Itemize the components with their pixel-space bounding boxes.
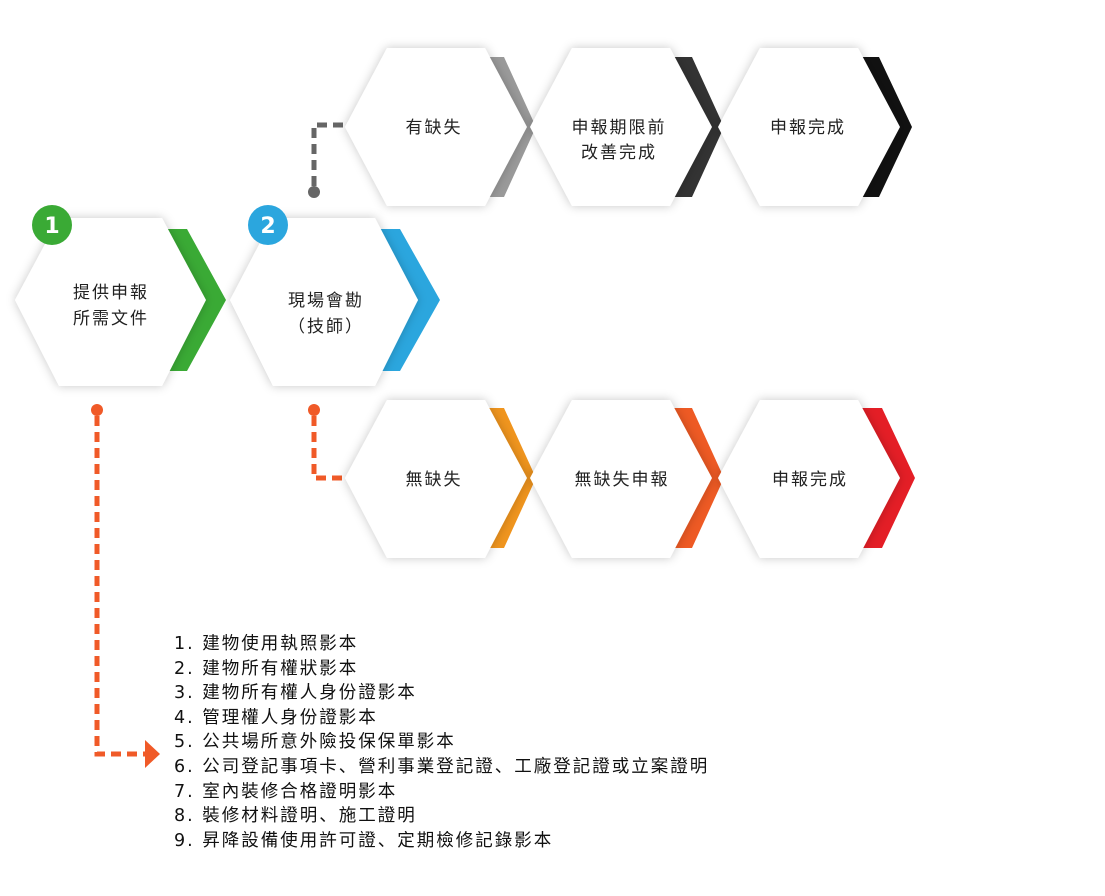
no-defect-done-label: 申報完成 [772, 470, 848, 490]
improve-hexagon [530, 48, 712, 206]
document-item: 9. 昇降設備使用許可證、定期檢修記錄影本 [174, 830, 554, 851]
improve-chevron [670, 57, 724, 197]
step-1-badge [32, 205, 72, 245]
improve-label-line2: 改善完成 [581, 143, 657, 163]
defect-done-chevron [857, 57, 912, 197]
step-2-badge [248, 205, 288, 245]
no-defect-done-chevron [860, 408, 915, 548]
has-defect-hexagon [345, 48, 527, 206]
no-defect-label: 無缺失 [406, 470, 463, 490]
step-2-label-line2: （技師） [288, 317, 364, 337]
improve-label-line1: 申報期限前 [572, 118, 667, 138]
document-item: 7. 室內裝修合格證明影本 [174, 781, 398, 802]
has-defect-label: 有缺失 [406, 118, 463, 138]
step-2-chevron [378, 229, 440, 371]
step-1-label-line2: 所需文件 [73, 309, 149, 329]
step-2-badge-number: 2 [260, 214, 275, 239]
document-item: 8. 裝修材料證明、施工證明 [174, 806, 417, 827]
step-1-label-line1: 提供申報 [73, 283, 149, 303]
step-1-chevron [165, 229, 226, 371]
step-2-label-line1: 現場會勘 [288, 291, 364, 311]
step-2-hexagon [230, 218, 418, 386]
defect-done-label: 申報完成 [770, 118, 846, 138]
step-1-badge-number: 1 [44, 214, 59, 239]
no-defect-report-label: 無缺失申報 [575, 470, 670, 490]
defect-path: 有缺失 申報期限前 改善完成 申報完成 [345, 48, 912, 206]
document-item: 6. 公司登記事項卡、營利事業登記證、工廠登記證或立案證明 [174, 756, 710, 777]
document-item: 5. 公共場所意外險投保保單影本 [174, 732, 456, 753]
no-defect-hexagon [345, 400, 527, 558]
step-2-site-inspection: 現場會勘 （技師） 2 [230, 205, 440, 386]
connector-to-documents [91, 404, 160, 768]
step-1-provide-documents: 提供申報 所需文件 1 [15, 205, 226, 386]
document-item: 1. 建物使用執照影本 [174, 634, 359, 654]
no-defect-path: 無缺失 無缺失申報 申報完成 [345, 400, 915, 558]
document-item: 2. 建物所有權狀影本 [174, 658, 359, 679]
defect-done-hexagon [718, 48, 900, 206]
no-defect-done-hexagon [718, 400, 900, 558]
document-item: 3. 建物所有權人身份證影本 [174, 683, 417, 704]
no-defect-report-hexagon [530, 400, 712, 558]
document-item: 4. 管理權人身份證影本 [174, 707, 378, 728]
no-defect-report-chevron [670, 408, 724, 548]
step-1-hexagon [15, 218, 206, 386]
required-documents-list: 1. 建物使用執照影本 2. 建物所有權狀影本 3. 建物所有權人身份證影本 4… [174, 632, 709, 853]
